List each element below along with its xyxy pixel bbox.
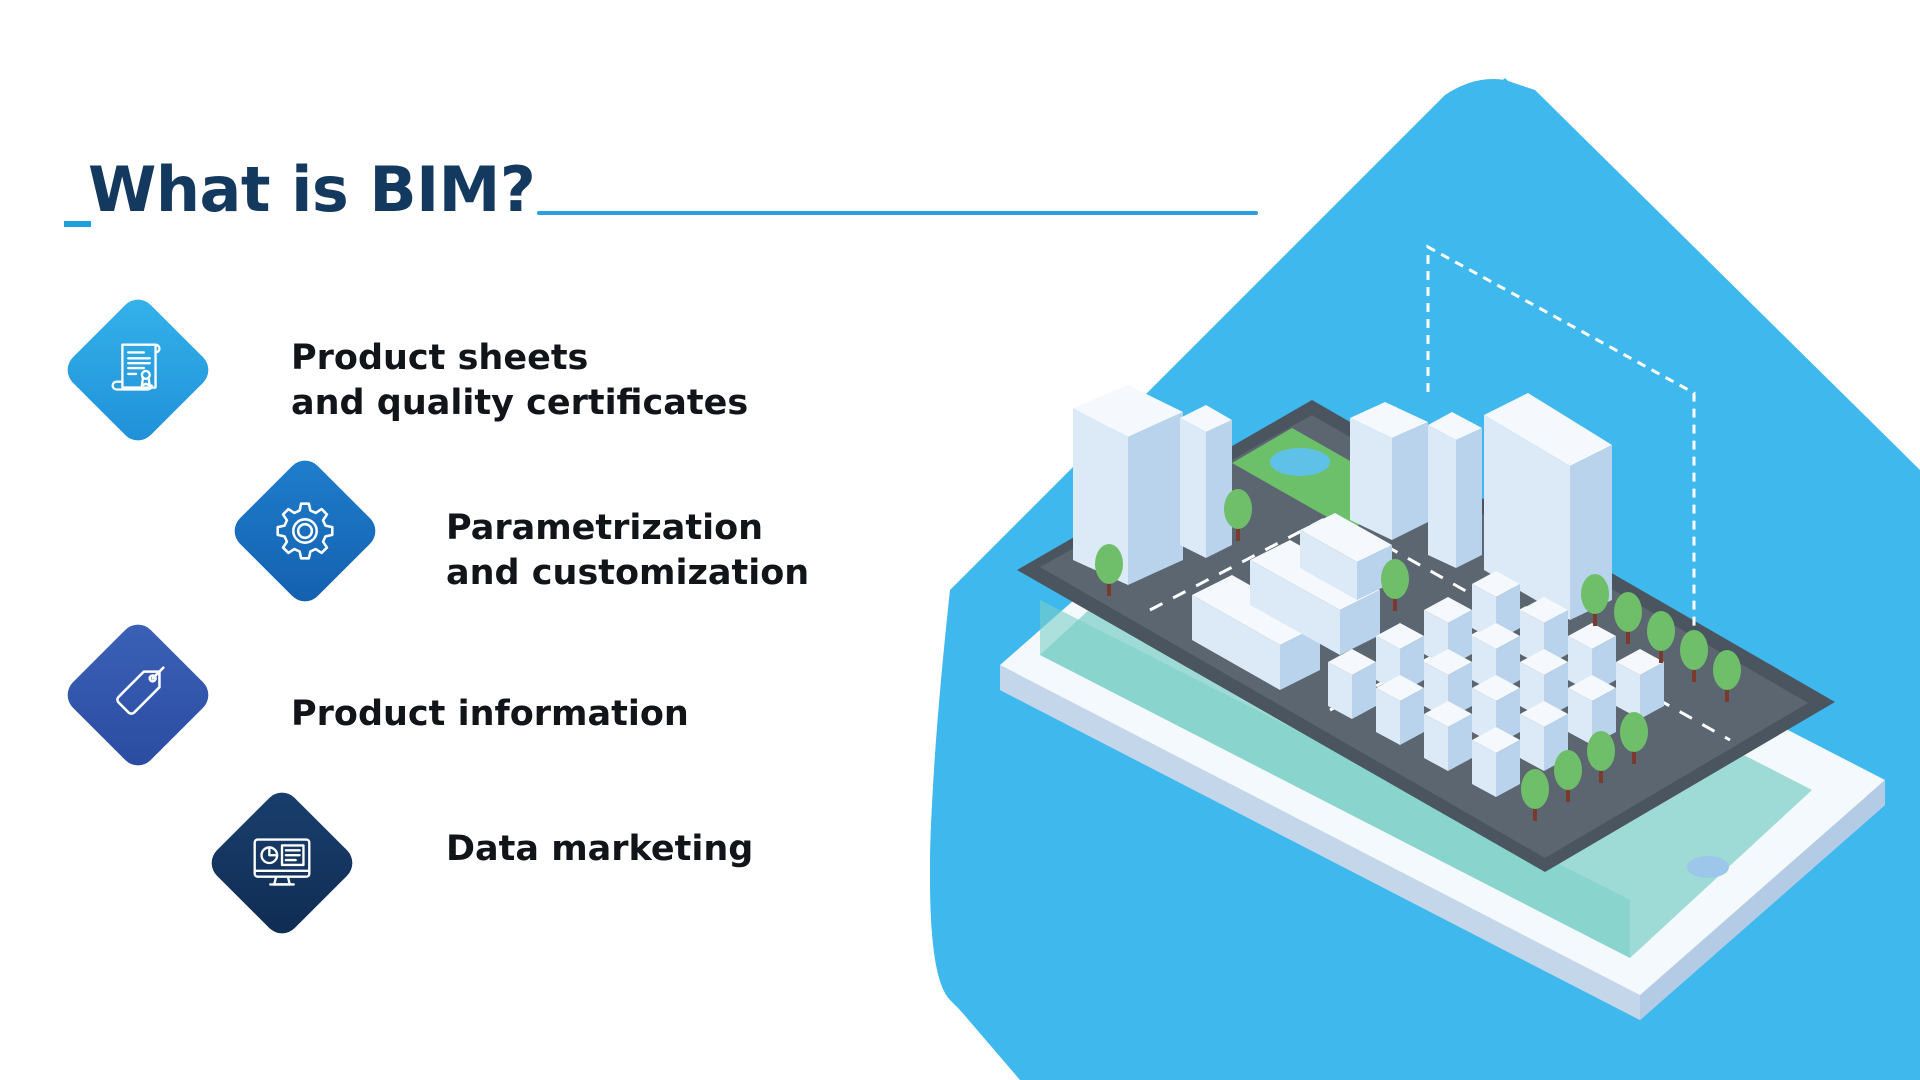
building-block — [1472, 727, 1520, 797]
tree — [1587, 731, 1615, 783]
gear-icon — [227, 453, 383, 609]
building-block — [1520, 649, 1568, 719]
feature-label-parametrization: Parametrization and customization — [446, 508, 810, 593]
tree — [1680, 630, 1708, 682]
tree — [1614, 592, 1642, 644]
tree — [1381, 559, 1409, 611]
title-accent-mark — [64, 221, 91, 227]
building-block — [1376, 675, 1424, 745]
building-block — [1568, 675, 1616, 745]
feature-label-product-information: Product information — [291, 694, 689, 734]
monitor-analytics-icon — [204, 785, 360, 941]
tree — [1713, 650, 1741, 702]
building-block — [1424, 701, 1472, 771]
tree — [1521, 769, 1549, 821]
certificate-document-icon — [60, 292, 216, 448]
tall-buildings — [1073, 385, 1612, 620]
trees — [1095, 489, 1741, 821]
tree — [1581, 574, 1609, 626]
page-title: What is BIM? — [88, 153, 536, 226]
building-block — [1616, 649, 1664, 719]
feature-label-product-sheets: Product sheets and quality certificates — [291, 338, 749, 423]
tree — [1095, 544, 1123, 596]
tree — [1554, 750, 1582, 802]
building-block — [1328, 649, 1376, 719]
price-tag-icon — [60, 617, 216, 773]
tree — [1620, 712, 1648, 764]
tree — [1224, 489, 1252, 541]
tree — [1647, 611, 1675, 663]
feature-label-data-marketing: Data marketing — [446, 829, 754, 869]
low-buildings — [1192, 513, 1392, 690]
tablet-home-button — [1687, 856, 1729, 878]
title-divider — [537, 211, 1258, 215]
building-grid — [1328, 571, 1664, 797]
dashed-measure-line — [1426, 244, 1696, 640]
